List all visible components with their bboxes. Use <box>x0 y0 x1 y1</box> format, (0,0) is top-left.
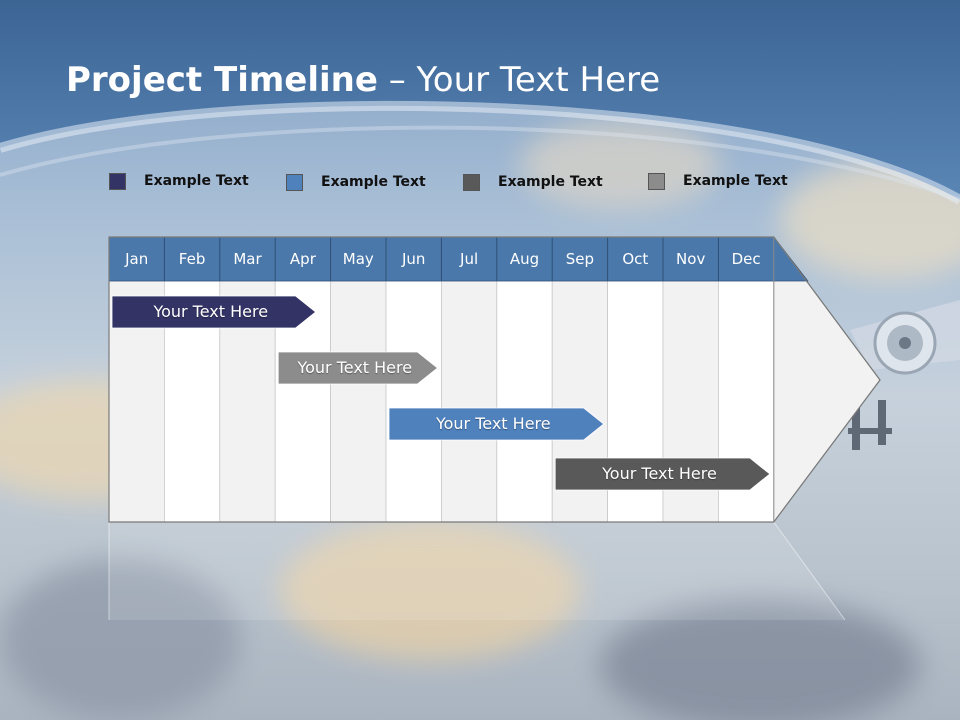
timeline-arrow-outline <box>108 236 881 523</box>
task-bar-1 <box>111 295 317 329</box>
legend-label: Example Text <box>144 173 249 189</box>
task-bar-4 <box>554 457 771 491</box>
chart-reflection <box>109 522 845 620</box>
month-label-jul: Jul <box>460 250 479 268</box>
page-title: Project Timeline – Your Text Here <box>66 60 660 100</box>
month-label-feb: Feb <box>178 250 206 268</box>
month-label-nov: Nov <box>676 250 706 268</box>
legend-swatch <box>463 173 480 191</box>
task-bar-label-3: Your Text Here <box>435 414 551 433</box>
legend-swatch <box>648 172 665 190</box>
task-bar-label-2: Your Text Here <box>297 358 413 377</box>
legend-label: Example Text <box>683 173 788 189</box>
page-title-rest: – Your Text Here <box>377 60 661 100</box>
month-label-sep: Sep <box>565 250 595 268</box>
legend-swatch <box>286 173 303 191</box>
month-label-oct: Oct <box>622 250 649 268</box>
month-column <box>330 280 387 523</box>
cloud-shape <box>0 560 240 720</box>
month-label-apr: Apr <box>289 250 316 268</box>
legend-label: Example Text <box>321 174 426 190</box>
cloud-shape <box>520 120 720 210</box>
reflection-edge <box>773 521 846 621</box>
month-column <box>440 280 498 523</box>
month-label-may: May <box>342 250 374 268</box>
task-bar-3 <box>388 407 605 441</box>
month-label-mar: Mar <box>233 250 262 268</box>
month-label-jun: Jun <box>401 250 426 268</box>
legend-item-3: Example Text <box>463 171 603 193</box>
legend-swatch <box>109 172 126 190</box>
task-bar-label-4: Your Text Here <box>602 464 717 483</box>
task-bar-2 <box>277 351 439 385</box>
month-column <box>385 280 442 523</box>
cloud-shape <box>600 600 920 720</box>
month-label-aug: Aug <box>509 250 540 268</box>
month-label-jan: Jan <box>125 250 149 268</box>
legend-label: Example Text <box>498 174 603 190</box>
legend-item-1: Example Text <box>109 170 249 192</box>
month-column <box>496 280 553 523</box>
cloud-shape <box>280 520 580 660</box>
page-title-bold: Project Timeline <box>66 60 378 100</box>
legend-item-2: Example Text <box>286 171 426 193</box>
month-label-dec: Dec <box>731 250 761 268</box>
legend-item-4: Example Text <box>648 170 788 192</box>
airplane-engine-icon <box>848 300 960 450</box>
task-bar-label-1: Your Text Here <box>153 302 269 321</box>
